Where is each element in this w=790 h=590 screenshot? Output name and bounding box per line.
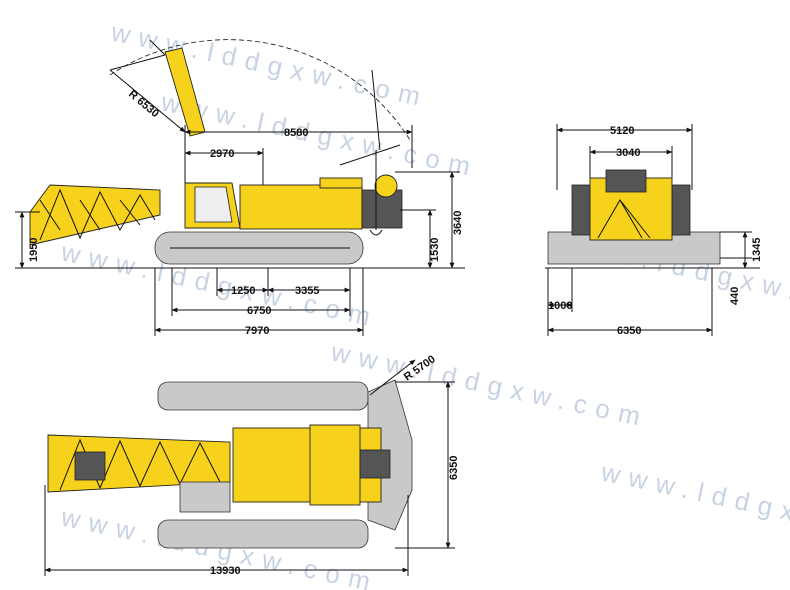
top-boom-lattice xyxy=(47,434,231,493)
dim-boom-foot: 1950 xyxy=(28,238,40,262)
winch-drum xyxy=(374,174,398,198)
upper-structure xyxy=(239,184,363,230)
dim-upper-front: 2970 xyxy=(210,148,234,160)
dim-track-center: 3355 xyxy=(295,285,319,297)
dim-overall-length: 7970 xyxy=(245,325,269,337)
watermark-group: www.lddgxw.com www.lddgxw.com www.lddgxw… xyxy=(58,16,790,590)
top-track-lower xyxy=(157,519,369,549)
watermark: www.lddgxw.com xyxy=(598,456,790,553)
dim-sprocket: 1250 xyxy=(231,285,255,297)
watermark: www.lddgxw.com xyxy=(108,16,432,113)
dim-carbody-height: 1530 xyxy=(429,238,441,262)
side-view: R 6530 8580 2970 3640 1530 1950 1250 335… xyxy=(15,39,465,337)
track-frame-left xyxy=(571,184,591,236)
watermark: www.lddgxw.com xyxy=(158,86,482,183)
dim-upper-width: 3040 xyxy=(616,147,640,159)
boom-lattice xyxy=(29,184,161,246)
swing-arc xyxy=(109,39,411,141)
dim-track-gauge: 5120 xyxy=(610,125,634,137)
dim-overall-width: 6350 xyxy=(617,325,641,337)
dim-cab-height: 3640 xyxy=(452,211,464,235)
dim-ground-clearance: 440 xyxy=(729,287,741,305)
rear-view: 5120 3040 1345 440 1000 6350 xyxy=(545,124,763,337)
dim-top-width: 6350 xyxy=(448,456,460,480)
rear-engine xyxy=(605,169,647,193)
track-frame-right xyxy=(671,184,691,236)
hook xyxy=(369,229,383,236)
top-cab xyxy=(179,481,231,513)
top-view: R 5700 6350 13930 xyxy=(44,353,460,577)
dim-track-length: 6750 xyxy=(247,305,271,317)
dim-top-length: 13930 xyxy=(210,565,241,577)
top-track-upper xyxy=(157,381,369,411)
dim-radius: R 6530 xyxy=(126,88,161,120)
dim-shoe-width: 1000 xyxy=(548,300,572,312)
dim-tail-swing: 8580 xyxy=(284,127,308,139)
dim-track-height: 1345 xyxy=(751,238,763,262)
